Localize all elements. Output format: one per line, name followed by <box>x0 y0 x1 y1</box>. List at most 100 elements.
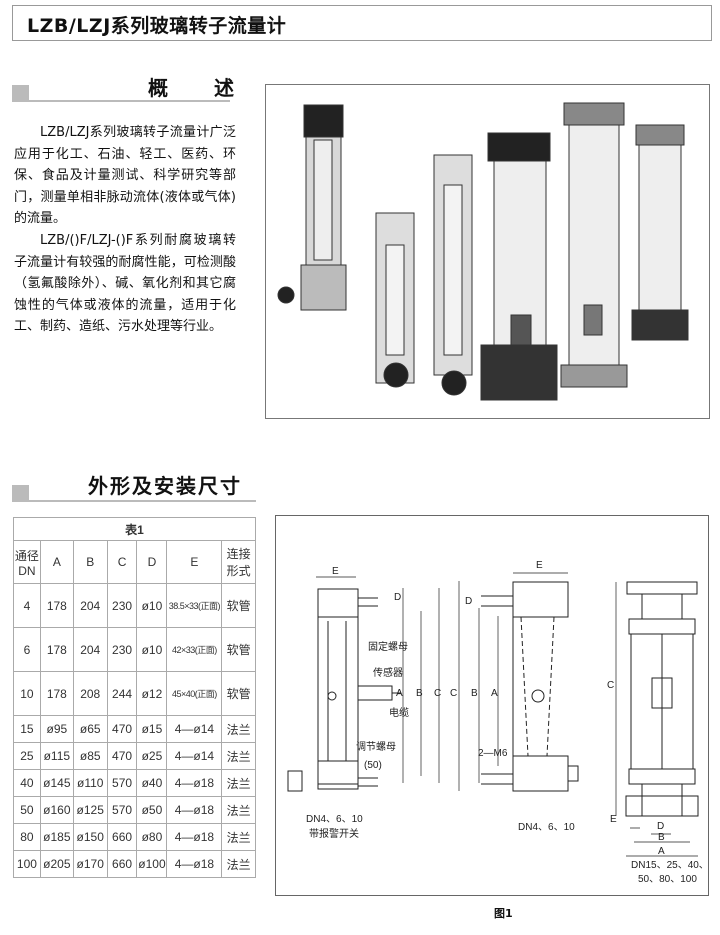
label-b: B <box>658 832 665 843</box>
section-marker <box>12 85 29 101</box>
overview-text: LZB/LZJ系列玻璃转子流量计广泛应用于化工、石油、轻工、医药、环保、食品及计… <box>14 122 236 338</box>
table-cell: 100 <box>13 850 41 878</box>
table-cell: ø12 <box>136 671 168 716</box>
label-fixed-nut: 固定螺母 <box>368 640 408 653</box>
label-d: D <box>394 592 401 603</box>
label-d: D <box>657 821 664 832</box>
caption-d3-line2: 50、80、100 <box>638 874 697 885</box>
table-cell: 法兰 <box>221 769 256 797</box>
table-cell: 4—ø18 <box>166 796 223 824</box>
table-cell: 204 <box>72 627 108 672</box>
table-cell: ø85 <box>72 742 108 770</box>
table-cell: 570 <box>106 796 138 824</box>
table-cell: 10 <box>13 671 41 716</box>
table-cell: 40 <box>13 769 41 797</box>
table-cell: ø15 <box>136 715 168 743</box>
header-cell: 连接形式 <box>221 540 256 584</box>
table-cell: 42×33(正面) <box>166 627 223 672</box>
table-cell: ø10 <box>136 583 168 628</box>
table-cell: 38.5×33(正面) <box>166 583 223 628</box>
table-cell: 法兰 <box>221 715 256 743</box>
dimensions-heading: 外形及安装尺寸 <box>88 474 242 498</box>
label-50: (50) <box>364 760 382 771</box>
table-cell: ø40 <box>136 769 168 797</box>
section-marker <box>12 485 29 501</box>
table-cell: 6 <box>13 627 41 672</box>
table-cell: 4—ø18 <box>166 850 223 878</box>
table-cell: 软管 <box>221 627 256 672</box>
header-cell: B <box>72 540 108 584</box>
label-c: C <box>434 688 441 699</box>
header-cell: E <box>166 540 223 584</box>
section-divider <box>12 100 230 102</box>
table-cell: 25 <box>13 742 41 770</box>
table-cell: 4—ø18 <box>166 823 223 851</box>
table-cell: 178 <box>39 627 74 672</box>
table-cell: ø185 <box>39 823 74 851</box>
table-cell: ø110 <box>72 769 108 797</box>
page-title: LZB/LZJ系列玻璃转子流量计 <box>27 15 287 37</box>
caption-d3-line1: DN15、25、40、 <box>631 860 708 871</box>
table-cell: 470 <box>106 742 138 770</box>
table-cell: ø170 <box>72 850 108 878</box>
table-cell: ø95 <box>39 715 74 743</box>
label-c: C <box>450 688 457 699</box>
caption-d1-line2: 带报警开关 <box>309 827 359 840</box>
label-m6: 2—M6 <box>478 748 508 759</box>
label-d: D <box>465 596 472 607</box>
table-cell: 570 <box>106 769 138 797</box>
caption-d2: DN4、6、10 <box>518 822 575 833</box>
header-cell: C <box>106 540 138 584</box>
label-e: E <box>536 560 543 571</box>
diagram-dn4 <box>458 572 579 792</box>
table-caption: 表1 <box>13 517 256 541</box>
table-cell: ø125 <box>72 796 108 824</box>
table-cell: 法兰 <box>221 823 256 851</box>
overview-paragraph: LZB/()F/LZJ-()F系列耐腐玻璃转子流量计有较强的耐腐性能，可检测酸（… <box>14 232 236 335</box>
table-cell: 178 <box>39 583 74 628</box>
table-cell: 50 <box>13 796 41 824</box>
label-sensor: 传感器 <box>373 666 403 679</box>
table-cell: 178 <box>39 671 74 716</box>
table-cell: 470 <box>106 715 138 743</box>
table-cell: 660 <box>106 850 138 878</box>
header-cell: D <box>136 540 168 584</box>
dimension-diagrams: E D A B C 固定螺母 传感器 电缆 调节螺母 (50) DN4、6、10… <box>275 515 709 896</box>
label-cable: 电缆 <box>389 706 409 719</box>
table-cell: 230 <box>106 627 138 672</box>
table-cell: 法兰 <box>221 796 256 824</box>
diagram-dn15-100 <box>615 581 699 857</box>
table-cell: ø205 <box>39 850 74 878</box>
title-box: LZB/LZJ系列玻璃转子流量计 <box>12 5 712 41</box>
product-photo <box>265 84 710 419</box>
table-cell: 4—ø14 <box>166 742 223 770</box>
label-c: C <box>607 680 614 691</box>
label-b: B <box>471 688 478 699</box>
table-cell: 230 <box>106 583 138 628</box>
table-cell: ø80 <box>136 823 168 851</box>
table-cell: 4 <box>13 583 41 628</box>
table-cell: ø115 <box>39 742 74 770</box>
header-cell: A <box>39 540 74 584</box>
table-cell: ø25 <box>136 742 168 770</box>
table-cell: 软管 <box>221 671 256 716</box>
label-adjust-nut: 调节螺母 <box>356 741 396 753</box>
table-cell: ø50 <box>136 796 168 824</box>
label-a: A <box>658 846 665 857</box>
figure-caption: 图1 <box>494 907 513 920</box>
table-cell: 软管 <box>221 583 256 628</box>
overview-paragraph: LZB/LZJ系列玻璃转子流量计广泛应用于化工、石油、轻工、医药、环保、食品及计… <box>14 125 236 227</box>
label-a: A <box>396 688 403 699</box>
table-cell: 208 <box>72 671 108 716</box>
caption-d1-line1: DN4、6、10 <box>306 814 363 825</box>
table-cell: ø10 <box>136 627 168 672</box>
table-cell: 15 <box>13 715 41 743</box>
label-e: E <box>332 566 339 577</box>
